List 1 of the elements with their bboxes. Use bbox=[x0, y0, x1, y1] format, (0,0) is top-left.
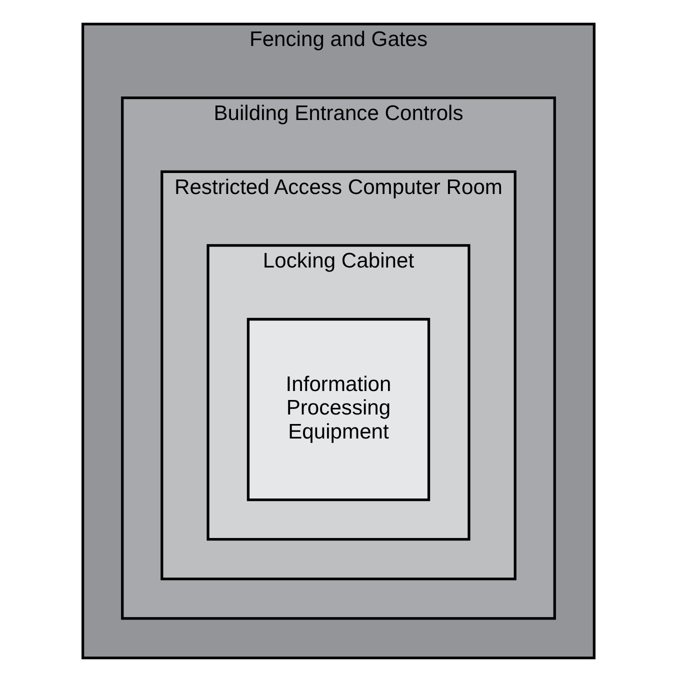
node-box: Information Processing Equipment bbox=[246, 318, 430, 502]
